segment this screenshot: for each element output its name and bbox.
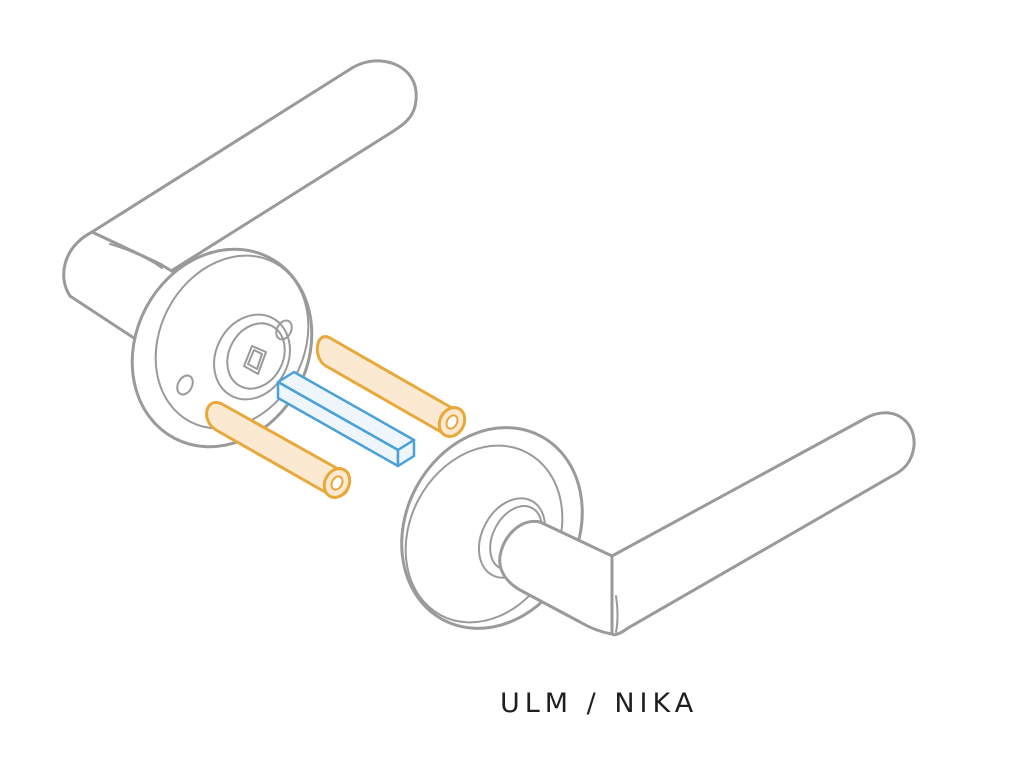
left-lever-bar	[90, 59, 418, 280]
left-rosette-hub-inner	[226, 322, 286, 390]
lower-fixing-pin	[205, 400, 352, 499]
spindle	[276, 370, 416, 468]
left-rosette-square-hole	[243, 345, 267, 375]
right-lever-bar	[610, 411, 916, 637]
left-lever-elbow-line	[109, 243, 163, 269]
right-lever-handle	[498, 411, 916, 637]
right-lever-neck	[498, 519, 614, 636]
left-rosette-hub-outer	[213, 313, 291, 401]
left-rosette	[130, 247, 314, 449]
product-caption: ULM / NIKA	[500, 688, 699, 719]
left-rosette-square-hole-inner	[247, 349, 263, 370]
lower-pin-bore	[330, 475, 344, 491]
upper-pin-bore	[445, 414, 459, 430]
spindle-end	[396, 438, 416, 468]
left-rosette-screw-hole-upper	[275, 319, 293, 341]
upper-fixing-pin	[315, 335, 467, 438]
left-rosette-screw-hole-lower	[176, 374, 194, 396]
right-lever-elbow-line	[615, 595, 619, 633]
